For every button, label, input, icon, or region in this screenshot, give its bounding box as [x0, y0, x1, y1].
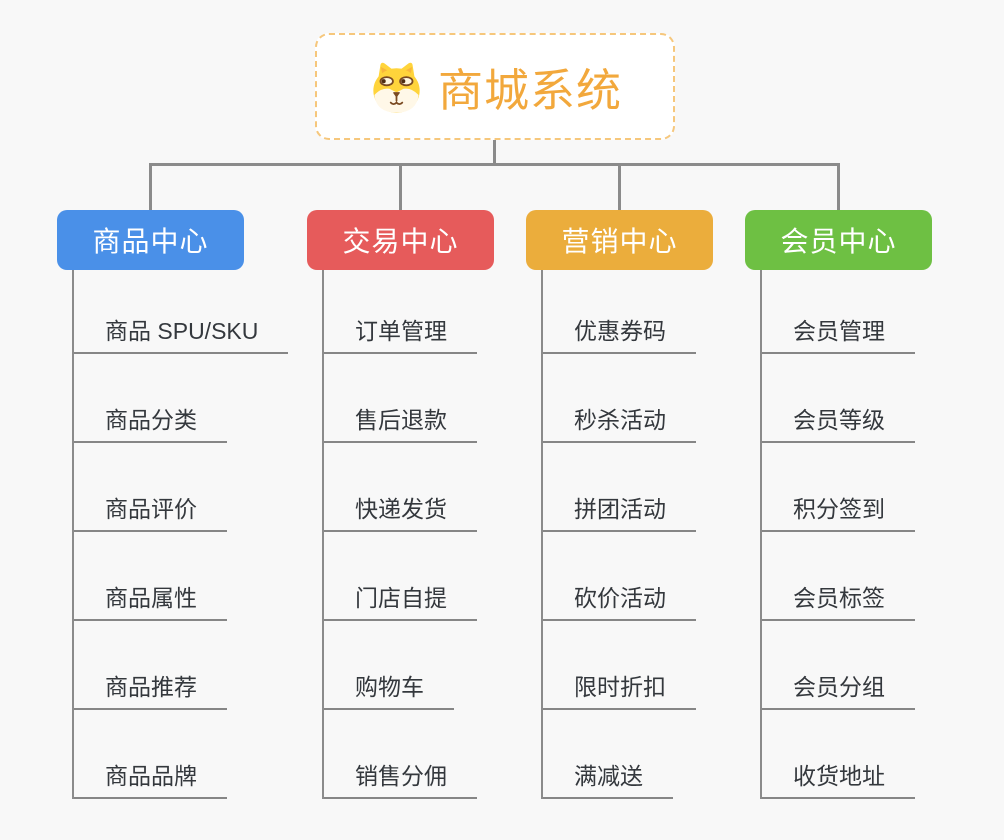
topic-label[interactable]: 会员标签: [762, 579, 915, 621]
topic-label[interactable]: 秒杀活动: [543, 401, 696, 443]
branch-items-marketing: 优惠券码 秒杀活动 拼团活动 砍价活动 限时折扣 满减送: [541, 270, 771, 799]
topic-label[interactable]: 购物车: [324, 668, 454, 710]
list-item: 快递发货: [324, 443, 477, 532]
branch-product-center: 商品中心 商品 SPU/SKU 商品分类 商品评价 商品属性 商品推荐 商品品牌: [57, 210, 302, 799]
list-item: 秒杀活动: [543, 354, 696, 443]
connector-drop-trade: [399, 166, 402, 210]
topic-label[interactable]: 商品推荐: [74, 668, 227, 710]
list-item: 收货地址: [762, 710, 915, 799]
list-item: 会员分组: [762, 621, 915, 710]
list-item: 售后退款: [324, 354, 477, 443]
topic-label[interactable]: 门店自提: [324, 579, 477, 621]
list-item: 会员管理: [762, 270, 915, 354]
root-topic-title: 商城系统: [437, 65, 622, 116]
dog-face-icon: [373, 62, 420, 113]
topic-label[interactable]: 砍价活动: [543, 579, 696, 621]
list-item: 门店自提: [324, 532, 477, 621]
topic-label[interactable]: 会员管理: [762, 312, 915, 354]
list-item: 会员等级: [762, 354, 915, 443]
topic-label[interactable]: 会员等级: [762, 401, 915, 443]
list-item: 限时折扣: [543, 621, 696, 710]
list-item: 商品分类: [74, 354, 227, 443]
branch-header-marketing[interactable]: 营销中心: [526, 210, 713, 270]
connector-drop-marketing: [618, 166, 621, 210]
topic-label[interactable]: 商品 SPU/SKU: [74, 312, 289, 354]
list-item: 订单管理: [324, 270, 477, 354]
list-item: 商品推荐: [74, 621, 227, 710]
list-item: 积分签到: [762, 443, 915, 532]
topic-label[interactable]: 销售分佣: [324, 757, 477, 799]
topic-label[interactable]: 售后退款: [324, 401, 477, 443]
list-item: 商品品牌: [74, 710, 227, 799]
branch-header-member[interactable]: 会员中心: [745, 210, 932, 270]
connector-horizontal-rail: [149, 163, 840, 166]
topic-label[interactable]: 拼团活动: [543, 490, 696, 532]
list-item: 砍价活动: [543, 532, 696, 621]
branch-header-trade[interactable]: 交易中心: [307, 210, 494, 270]
connector-drop-product: [149, 166, 152, 210]
root-topic[interactable]: 商城系统: [315, 33, 675, 140]
branch-marketing-center: 营销中心 优惠券码 秒杀活动 拼团活动 砍价活动 限时折扣 满减送: [526, 210, 771, 799]
list-item: 商品评价: [74, 443, 227, 532]
list-item: 满减送: [543, 710, 673, 799]
list-item: 会员标签: [762, 532, 915, 621]
branch-trade-center: 交易中心 订单管理 售后退款 快递发货 门店自提 购物车 销售分佣: [307, 210, 552, 799]
topic-label[interactable]: 商品品牌: [74, 757, 227, 799]
topic-label[interactable]: 收货地址: [762, 757, 915, 799]
topic-label[interactable]: 商品分类: [74, 401, 227, 443]
list-item: 优惠券码: [543, 270, 696, 354]
branch-member-center: 会员中心 会员管理 会员等级 积分签到 会员标签 会员分组 收货地址: [745, 210, 990, 799]
topic-label[interactable]: 商品评价: [74, 490, 227, 532]
list-item: 销售分佣: [324, 710, 477, 799]
connector-drop-member: [837, 166, 840, 210]
list-item: 商品属性: [74, 532, 227, 621]
topic-label[interactable]: 限时折扣: [543, 668, 696, 710]
branch-header-product[interactable]: 商品中心: [57, 210, 244, 270]
branch-items-product: 商品 SPU/SKU 商品分类 商品评价 商品属性 商品推荐 商品品牌: [72, 270, 302, 799]
topic-label[interactable]: 订单管理: [324, 312, 477, 354]
branch-items-member: 会员管理 会员等级 积分签到 会员标签 会员分组 收货地址: [760, 270, 990, 799]
topic-label[interactable]: 快递发货: [324, 490, 477, 532]
list-item: 拼团活动: [543, 443, 696, 532]
list-item: 商品 SPU/SKU: [74, 270, 289, 354]
connector-root-vertical: [493, 140, 496, 164]
topic-label[interactable]: 商品属性: [74, 579, 227, 621]
topic-label[interactable]: 满减送: [543, 757, 673, 799]
list-item: 购物车: [324, 621, 454, 710]
topic-label[interactable]: 积分签到: [762, 490, 915, 532]
branch-items-trade: 订单管理 售后退款 快递发货 门店自提 购物车 销售分佣: [322, 270, 552, 799]
topic-label[interactable]: 会员分组: [762, 668, 915, 710]
topic-label[interactable]: 优惠券码: [543, 312, 696, 354]
